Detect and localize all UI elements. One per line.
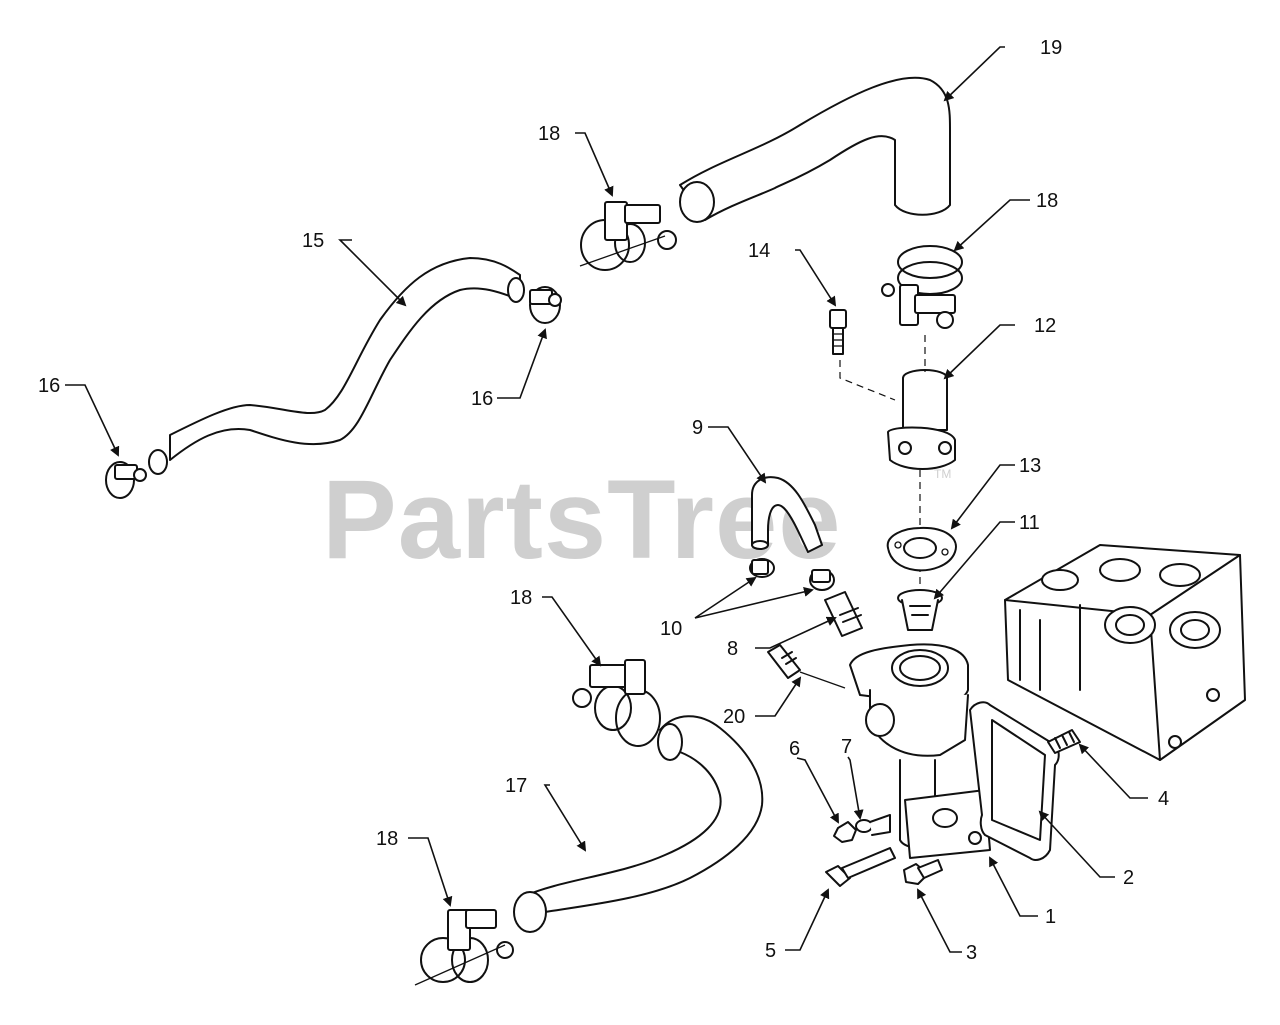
part-9-small-hose [751, 476, 823, 553]
callout-17: 17 [505, 775, 527, 797]
callout-13: 13 [1019, 455, 1041, 477]
callouts: 19 18 18 14 12 15 16 16 9 13 11 [38, 37, 1169, 964]
part-13-gasket [886, 526, 957, 572]
part-14-bolt [829, 309, 847, 355]
part-10-clamps [749, 558, 835, 591]
callout-8: 8 [727, 638, 738, 660]
callout-18-c: 18 [510, 587, 532, 609]
callout-18-b: 18 [1036, 190, 1058, 212]
part-18-clamp-d [414, 909, 514, 986]
callout-18-a: 18 [538, 123, 560, 145]
part-4-stud [1047, 729, 1081, 754]
part-2-gasket [969, 701, 1060, 861]
callout-16-b: 16 [471, 388, 493, 410]
part-8-fitting [824, 591, 863, 637]
callout-5: 5 [765, 940, 776, 962]
part-18-clamp-a [579, 201, 677, 271]
callout-9: 9 [692, 417, 703, 439]
part-18-clamp-c [572, 659, 661, 747]
part-19-upper-hose [679, 76, 951, 223]
callout-6: 6 [789, 738, 800, 760]
callout-18-d: 18 [376, 828, 398, 850]
part-11-thermostat [897, 589, 943, 631]
part-17-hose [513, 715, 764, 933]
callout-3: 3 [966, 942, 977, 964]
part-18-clamp-b [881, 245, 963, 329]
part-7-washer [855, 814, 891, 836]
callout-11: 11 [1019, 512, 1040, 534]
callout-14: 14 [748, 240, 770, 262]
callout-16-a: 16 [38, 375, 60, 397]
part-6-nut [833, 821, 857, 843]
cylinder-head [1004, 544, 1246, 761]
part-15-hose [148, 257, 525, 475]
part-3-bolt [903, 859, 943, 885]
part-12-housing [887, 369, 956, 470]
callout-2: 2 [1123, 867, 1134, 889]
callout-19: 19 [1040, 37, 1062, 59]
part-16-clamp-a [529, 286, 562, 324]
callout-15: 15 [302, 230, 324, 252]
watermark: PartsTree TM [322, 457, 951, 582]
part-20-sensor [767, 644, 846, 689]
watermark-tm: TM [934, 467, 951, 481]
callout-10: 10 [660, 618, 682, 640]
callout-7: 7 [841, 736, 852, 758]
callout-12: 12 [1034, 315, 1056, 337]
callout-4: 4 [1158, 788, 1169, 810]
part-5-bolt [825, 847, 896, 887]
callout-20: 20 [723, 706, 745, 728]
part-1-housing-body [849, 643, 991, 859]
callout-1: 1 [1045, 906, 1056, 928]
part-16-clamp-b [105, 461, 147, 499]
